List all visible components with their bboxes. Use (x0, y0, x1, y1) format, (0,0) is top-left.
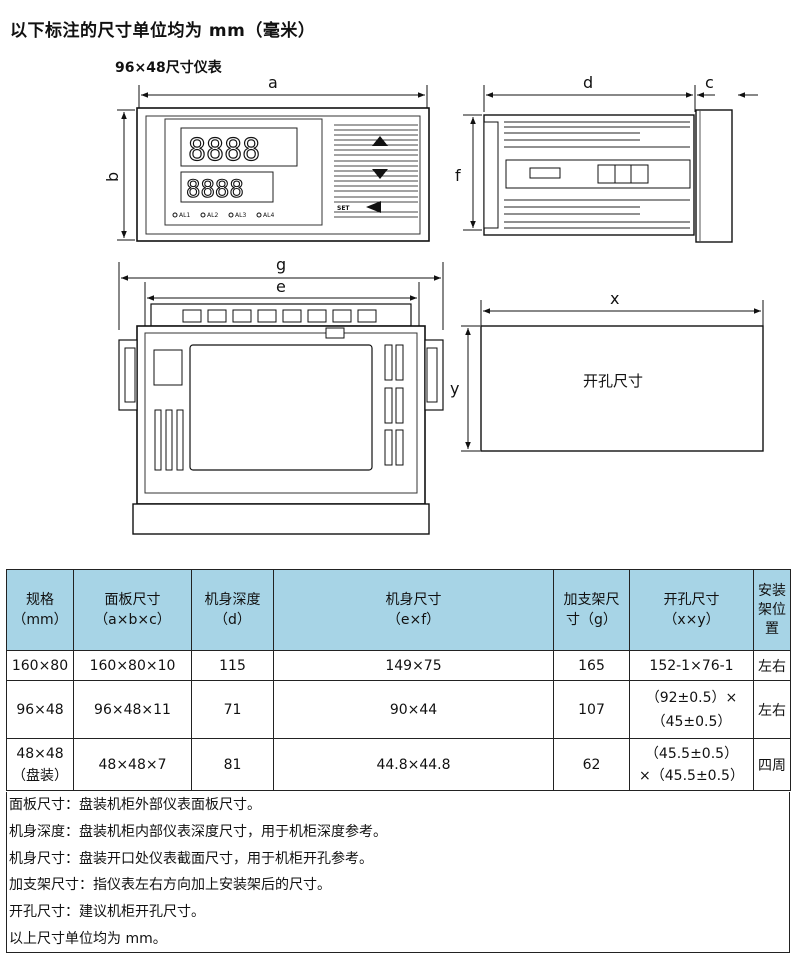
dim-g-label: g (276, 255, 286, 274)
dim-c-label: c (705, 73, 714, 92)
dim-x-label: x (610, 289, 619, 308)
cutout-view: x y 开孔尺寸 (450, 289, 764, 452)
header-spec: 规格（mm） (6, 569, 74, 651)
note-line: 面板尺寸：盘装机柜外部仪表面板尺寸。 (9, 797, 261, 813)
dim-d-label: d (583, 73, 593, 92)
svg-text:AL3: AL3 (235, 212, 246, 219)
front-view: a b 8888 8888 AL1 AL2 AL3 AL4 (103, 73, 430, 242)
header-mount-position: 安装架位置 (753, 569, 791, 651)
rear-view: g e (118, 255, 444, 535)
notes-box: 面板尺寸：盘装机柜外部仪表面板尺寸。 机身深度：盘装机柜内部仪表深度尺寸，用于机… (6, 792, 790, 953)
table-row: 96×48 96×48×11 71 90×44 107 （92±0.5）×（45… (6, 680, 791, 739)
dim-b-label: b (103, 172, 122, 182)
diagram-subtitle: 96×48尺寸仪表 (115, 60, 222, 76)
led-digits-top: 8888 (188, 133, 260, 168)
dimension-drawing: a b 8888 8888 AL1 AL2 AL3 AL4 (103, 73, 764, 535)
side-view: d c f (455, 73, 758, 243)
table-row: 160×80 160×80×10 115 149×75 165 152-1×76… (6, 650, 791, 681)
led-display-bottom (180, 171, 274, 203)
header-body-size: 机身尺寸（e×f） (273, 569, 554, 651)
triangle-down-icon (372, 169, 388, 179)
spec-table: 规格（mm） 面板尺寸（a×b×c） 机身深度（d） 机身尺寸（e×f） 加支架… (6, 569, 791, 791)
note-line: 机身尺寸：盘装开口处仪表截面尺寸，用于机柜开孔参考。 (9, 850, 373, 867)
dim-y-label: y (450, 379, 459, 398)
header-bracket-size: 加支架尺寸（g） (553, 569, 630, 651)
triangle-up-icon (372, 136, 388, 146)
note-line: 以上尺寸单位均为 mm。 (9, 930, 167, 947)
svg-text:AL1: AL1 (179, 212, 190, 219)
note-line: 开孔尺寸：建议机柜开孔尺寸。 (9, 904, 205, 921)
table-header-row: 规格（mm） 面板尺寸（a×b×c） 机身深度（d） 机身尺寸（e×f） 加支架… (6, 569, 791, 651)
cutout-label: 开孔尺寸 (583, 372, 643, 390)
header-panel-size: 面板尺寸（a×b×c） (73, 569, 192, 651)
led-digits-bottom: 8888 (186, 175, 244, 203)
rear-bottom-bezel (132, 503, 430, 535)
dim-e-label: e (276, 277, 286, 296)
cutout-rect (480, 325, 764, 452)
side-front-bezel (695, 109, 733, 243)
triangle-left-icon (366, 201, 381, 213)
terminal-blocks (182, 309, 377, 323)
note-line: 加支架尺寸：指仪表左右方向加上安装架后的尺寸。 (9, 877, 331, 894)
alarm-indicators: AL1 AL2 AL3 AL4 (172, 212, 274, 219)
header-cutout-size: 开孔尺寸（x×y） (629, 569, 754, 651)
table-row: 48×48（盘装） 48×48×7 81 44.8×44.8 62 （45.5±… (6, 738, 791, 791)
svg-text:AL2: AL2 (207, 212, 218, 219)
dim-f-label: f (455, 166, 461, 185)
set-key-label: SET (337, 205, 350, 212)
header-body-depth: 机身深度（d） (191, 569, 274, 651)
dim-a-label: a (268, 73, 278, 92)
svg-text:AL4: AL4 (263, 212, 274, 219)
key-panel (334, 124, 418, 218)
note-line: 机身深度：盘装机柜内部仪表深度尺寸，用于机柜深度参考。 (9, 823, 387, 840)
page-title: 以下标注的尺寸单位均为 mm（毫米） (10, 21, 316, 41)
led-display-top (180, 127, 298, 167)
rear-label-window (189, 344, 373, 471)
